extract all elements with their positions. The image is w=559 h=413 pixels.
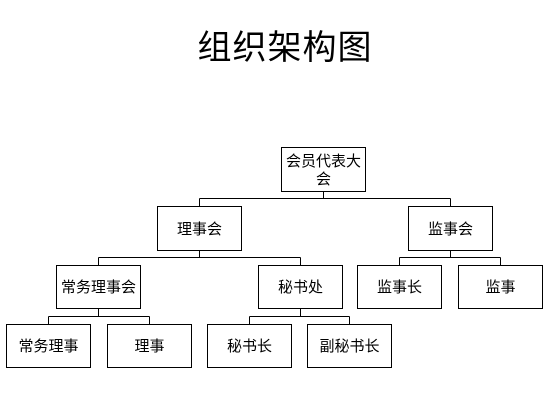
node-supervisor: 监事	[458, 265, 543, 309]
node-director: 理事	[107, 324, 192, 368]
node-secretariat: 秘书处	[258, 265, 343, 309]
node-council: 理事会	[157, 206, 242, 251]
node-standing-council: 常务理事会	[56, 265, 141, 309]
node-deputy-secretary-general: 副秘书长	[307, 324, 392, 368]
node-standing-director: 常务理事	[6, 324, 91, 368]
page-title: 组织架构图	[197, 28, 373, 68]
node-supervisory-board: 监事会	[408, 206, 493, 251]
node-secretary-general: 秘书长	[207, 324, 292, 368]
node-chief-supervisor: 监事长	[357, 265, 442, 309]
node-member-representative-assembly: 会员代表大会	[281, 147, 366, 192]
